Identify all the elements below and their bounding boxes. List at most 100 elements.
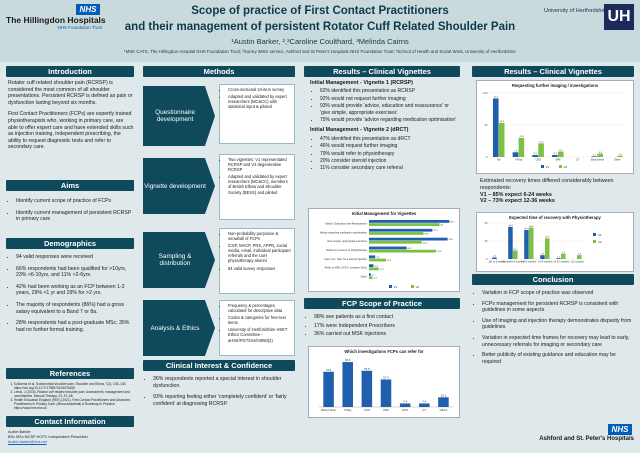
- legend-swatch: [389, 285, 392, 288]
- bar: [361, 370, 373, 407]
- bar-v1: [512, 152, 519, 157]
- method-item: 94 valid survey responses: [228, 266, 292, 271]
- fcp-scope-item: 98% see patients as a first contact: [314, 314, 460, 321]
- intro-text: Rotator cuff related shoulder pain (RCRS…: [8, 80, 134, 156]
- data-label: 2.1: [493, 256, 497, 258]
- method-row-analysis: Analysis & Ethics Frequency & percentage…: [143, 300, 295, 356]
- initial-management-svg: Advice, Education and Reassurance95.784A…: [320, 220, 455, 289]
- bar-v1: [369, 246, 407, 250]
- demographics-item: The majority of respondents (86%) had a …: [16, 302, 134, 315]
- data-label: 7.4: [514, 150, 518, 152]
- recovery-intro: Estimated recovery times differed consid…: [480, 178, 614, 191]
- data-label: 11.7: [513, 249, 518, 251]
- category-label: Refer for a course of physiotherapy: [326, 248, 367, 252]
- bar-v2: [597, 153, 604, 157]
- data-label: 3.2: [554, 153, 558, 155]
- bar-v1: [369, 273, 371, 276]
- clinical-interest-heading: Clinical Interest & Confidence: [143, 360, 295, 371]
- method-item: University of Hertfordshire HSET Ethics …: [228, 327, 292, 342]
- legend-swatch: [541, 165, 544, 168]
- vignette2-item: 11% consider secondary care referral: [320, 165, 460, 171]
- legend-label: V2: [564, 165, 568, 169]
- clinical-interest-item: 36% respondents reported a special inter…: [153, 376, 295, 389]
- data-label: 7.4: [562, 252, 566, 254]
- bar-v2: [369, 276, 373, 280]
- method-row-questionnaire: Questionnaire development Cross-sectiona…: [143, 80, 295, 152]
- category-label: Carry out / refer for a steroid injectio…: [324, 257, 367, 261]
- data-label: 73.4: [326, 368, 332, 372]
- data-label: 57.4: [383, 375, 389, 379]
- references-heading: References: [6, 368, 134, 379]
- data-label: 62.8: [423, 242, 428, 244]
- category-label: DEXA: [440, 408, 448, 412]
- category-label: Advice regarding medication optimisation: [320, 230, 368, 234]
- data-label: 93.6: [449, 239, 454, 241]
- bar-v2: [513, 250, 518, 259]
- method-item: Adapted and validated by expert research…: [228, 94, 292, 109]
- fcp-scope-item: 36% carried out MSK injections: [314, 331, 460, 338]
- recovery-text: Estimated recovery times differed consid…: [480, 178, 630, 205]
- method-label: Vignette development: [143, 158, 215, 214]
- ashford-name: Ashford and St. Peter's Hospitals: [539, 436, 634, 442]
- bar-v1: [369, 220, 450, 223]
- bar-v1: [369, 237, 448, 241]
- conclusion-item: Variation in expected time frames for re…: [482, 335, 634, 348]
- data-label: 64.9: [425, 233, 430, 235]
- method-details: Cross-sectional 24-item survey Adapted a…: [219, 84, 295, 144]
- method-label: Sampling & distribution: [143, 232, 215, 288]
- fcp-scope-heading: FCP Scope of Practice: [304, 298, 460, 309]
- category-label: Give simple, appropriate exercises: [327, 239, 367, 243]
- bar-v1: [532, 154, 538, 157]
- bar-v2: [545, 238, 550, 259]
- reference-item: Kulkarnia et al. Subacromial shoulder pa…: [14, 382, 134, 390]
- bar-v2: [518, 137, 525, 157]
- legend-swatch: [559, 165, 562, 168]
- data-label: 5.3: [578, 253, 582, 255]
- method-row-sampling: Sampling & distribution Non-probability …: [143, 226, 295, 298]
- conclusion-item: Use of imaging and injection therapy dem…: [482, 318, 634, 331]
- tick-label: 100: [483, 91, 488, 95]
- data-label: 91.5: [494, 97, 499, 99]
- data-label: 1.1: [557, 256, 561, 258]
- nhs-badge: NHS: [608, 424, 632, 435]
- data-label: 53.2: [500, 121, 505, 123]
- data-label: 84: [441, 225, 444, 227]
- category-label: >6-9 months: [538, 260, 553, 264]
- bar: [399, 403, 411, 407]
- vignette1-item: 92% would not request further imaging: [320, 96, 460, 102]
- category-label: >12 months: [570, 260, 584, 264]
- method-item: iCSP, MACP, PRS, APPN, social media, ema…: [228, 243, 292, 263]
- data-label: 1.1: [593, 154, 597, 156]
- chart-title: Expected time of recovery with Physiothe…: [509, 215, 601, 220]
- investigations-chart: Which investigations FCPs can refer for …: [308, 346, 460, 418]
- bar-v2: [369, 240, 422, 244]
- bar-v1: [492, 98, 499, 157]
- tick-label: 25: [485, 239, 488, 243]
- vignette2-title: Initial Management - Vignette 2 (dRCT): [310, 127, 409, 134]
- bar-v1: [591, 156, 598, 157]
- bar-v1: [540, 255, 545, 259]
- legend-label: V2: [598, 240, 602, 244]
- demographics-item: 28% respondents had a post-graduate MSc;…: [16, 320, 134, 333]
- vignette2-item: 79% would refer to physiotherapy: [320, 151, 460, 157]
- contact-email-link[interactable]: Austin.barker@nhs.net: [8, 440, 47, 444]
- category-label: CT: [576, 158, 580, 162]
- demographics-heading: Demographics: [6, 238, 134, 249]
- method-label: Questionnaire development: [143, 86, 215, 146]
- vignette2-item: 46% would request further imaging: [320, 143, 460, 149]
- vignette1-item: 62% identified this presentation as RCRS…: [320, 88, 460, 94]
- uh-mark: UH: [604, 4, 634, 30]
- method-item: Two vignettes: V1 representated RCRSP an…: [228, 157, 292, 172]
- bar-v1: [492, 257, 497, 259]
- category-label: Other: [361, 275, 368, 279]
- bar-v2: [538, 143, 544, 157]
- legend-label: V1: [546, 165, 550, 169]
- legend-swatch: [593, 240, 596, 243]
- data-label: 79.8: [437, 251, 442, 253]
- authors: ¹Austin Barker, ²,³Caroline Coulthard, ³…: [231, 37, 409, 46]
- conclusion-item: Variation in FCP scope of practice was o…: [482, 290, 634, 297]
- contact-name: Austin Barker: [8, 430, 31, 434]
- ashford-logo: NHS Ashford and St. Peter's Hospitals: [514, 424, 634, 446]
